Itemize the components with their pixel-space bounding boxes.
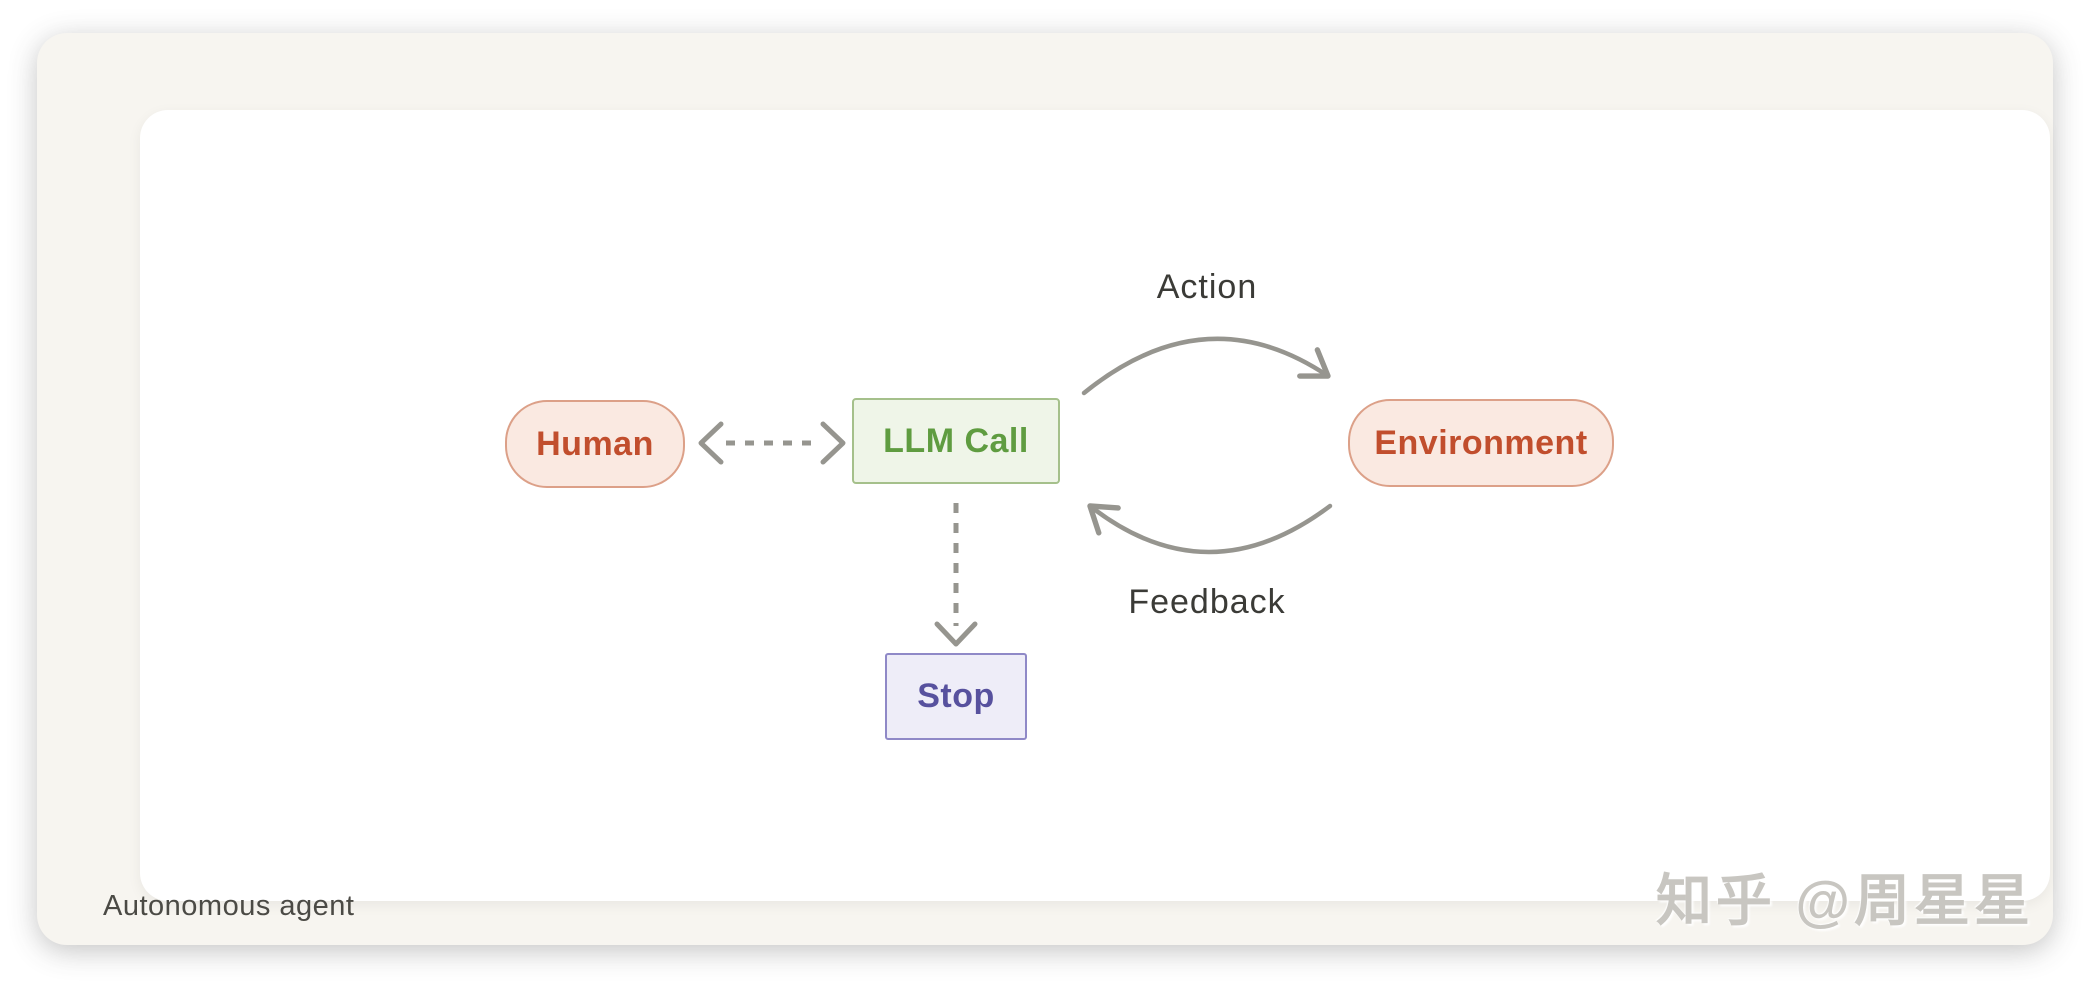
node-stop: Stop bbox=[885, 653, 1027, 740]
figure-card bbox=[37, 33, 2053, 945]
node-llm-call: LLM Call bbox=[852, 398, 1060, 484]
node-stop-label: Stop bbox=[917, 677, 995, 715]
node-llm-call-label: LLM Call bbox=[883, 421, 1029, 460]
diagram-canvas bbox=[140, 110, 2050, 901]
edge-label-action: Action bbox=[1156, 268, 1258, 306]
watermark: 知乎 @周星星 bbox=[1655, 869, 2034, 932]
node-environment-label: Environment bbox=[1374, 423, 1588, 462]
node-human-label: Human bbox=[536, 424, 654, 463]
node-human: Human bbox=[505, 400, 685, 488]
edge-label-feedback: Feedback bbox=[1128, 583, 1286, 621]
node-environment: Environment bbox=[1348, 399, 1614, 487]
figure-caption: Autonomous agent bbox=[103, 890, 355, 922]
